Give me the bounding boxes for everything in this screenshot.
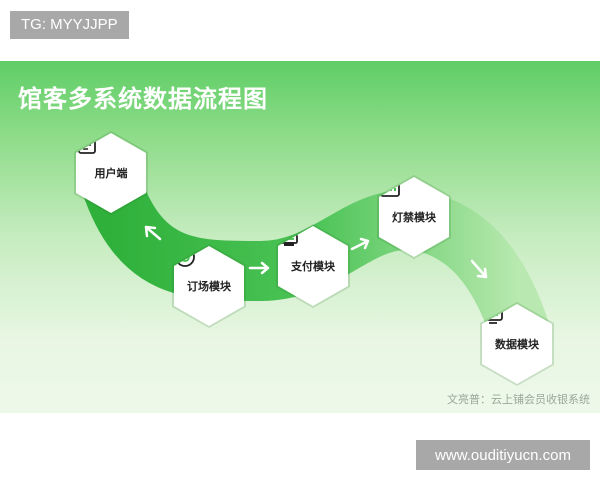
tg-tag: TG: MYYJJPP (10, 11, 129, 39)
arrow-to-user (144, 225, 162, 241)
node-booking: 订场模块 (174, 246, 244, 326)
diagram-title: 馆客多系统数据流程图 (18, 85, 268, 113)
node-data-label: 数据模块 (495, 338, 539, 351)
diagram-panel: 馆客多系统数据流程图 用户端 订场模块 支付模块 (0, 61, 600, 413)
arrow-to-light (350, 237, 370, 251)
node-booking-label: 订场模块 (187, 280, 231, 293)
node-payment-label: 支付模块 (291, 260, 335, 273)
watermark-text: 文亮普：云上铺会员收银系统 (447, 393, 590, 406)
site-url-label: www.ouditiyucn.com (416, 440, 590, 470)
arrow-to-data (470, 259, 488, 279)
node-data: 数据模块 (482, 304, 552, 384)
arrow-to-payment (248, 261, 270, 275)
node-light-label: 灯禁模块 (392, 211, 436, 224)
node-user-label: 用户端 (94, 167, 128, 180)
